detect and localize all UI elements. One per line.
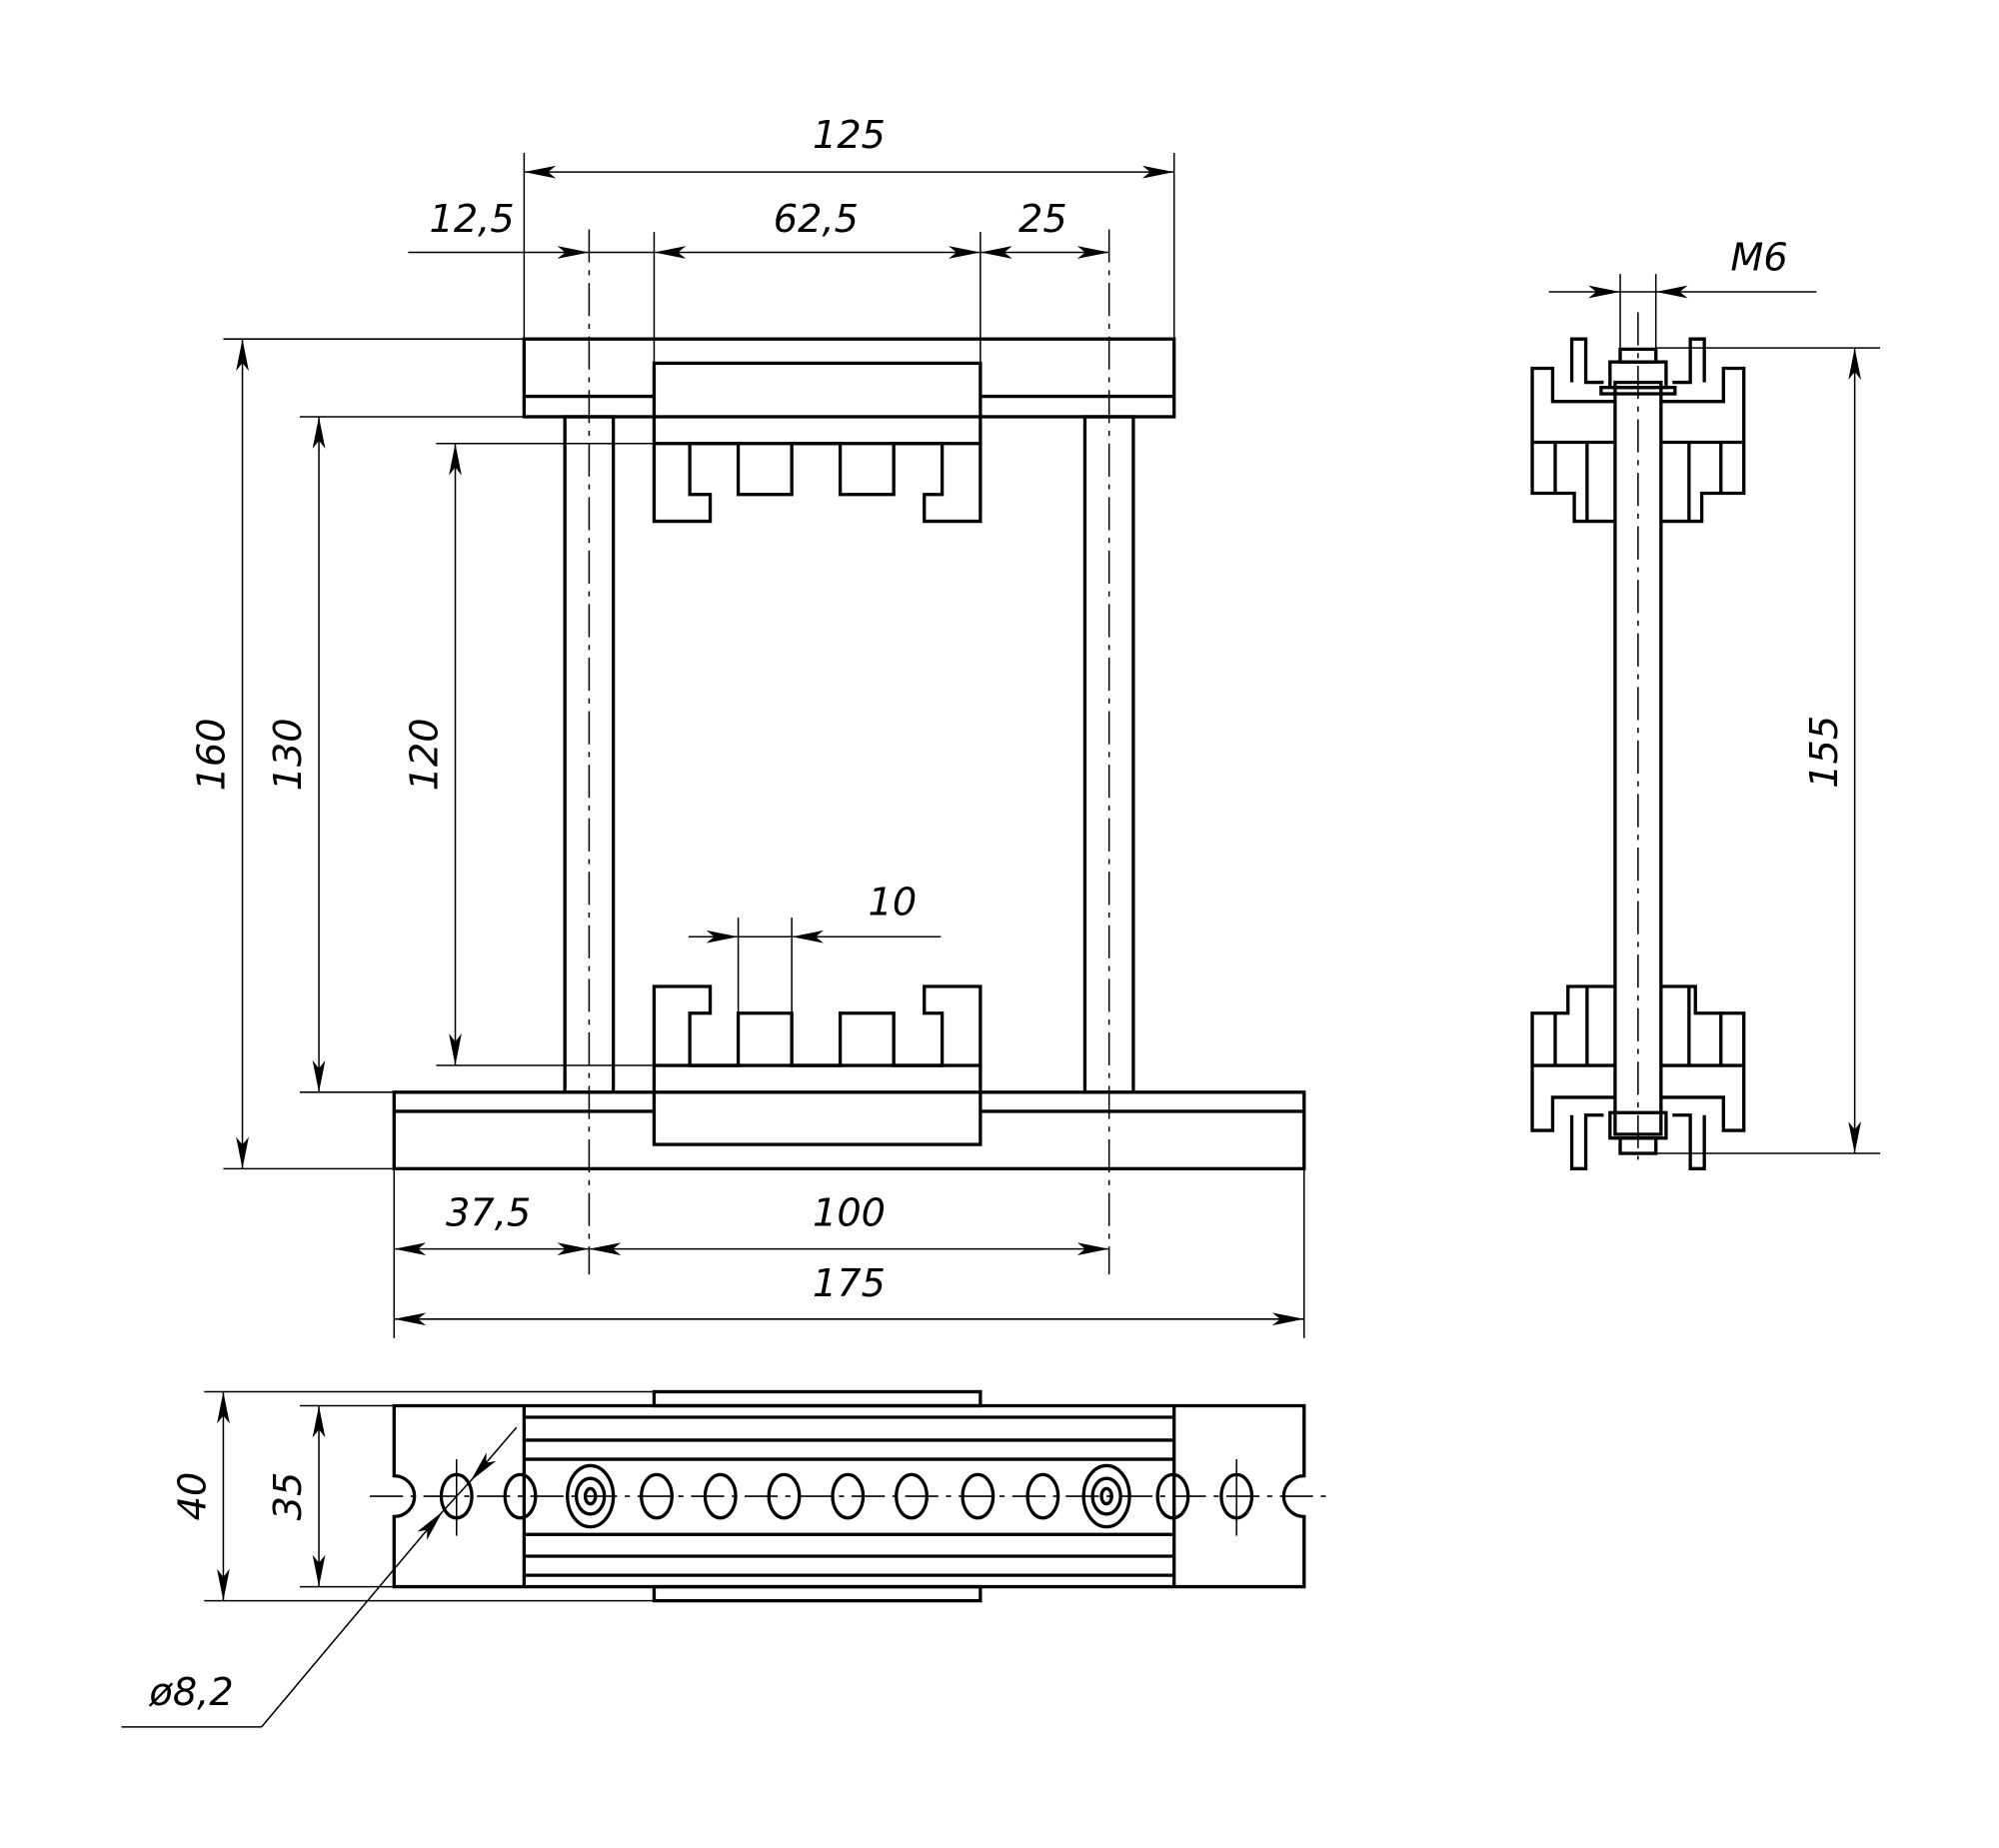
- dim-120: 120: [403, 718, 448, 791]
- dim-155: 155: [1802, 716, 1847, 789]
- dim-m6: M6: [1730, 235, 1787, 280]
- top-comb-block: [652, 361, 983, 524]
- dim-35: 35: [266, 1472, 311, 1521]
- base-plate: [392, 1403, 1306, 1589]
- top-clamp: [1530, 337, 1746, 524]
- dim-37-5: 37,5: [446, 1191, 531, 1236]
- dim-175: 175: [813, 1261, 886, 1306]
- dim-40: 40: [171, 1472, 216, 1521]
- dim-25: 25: [1018, 197, 1067, 242]
- dim-125: 125: [813, 113, 886, 158]
- side-view: M6 155: [1530, 235, 1881, 1170]
- top-view: 40 35 ø8,2: [121, 1389, 1326, 1728]
- dim-160: 160: [190, 718, 235, 791]
- dim-62-5: 62,5: [774, 197, 859, 242]
- dim-hole-diameter: ø8,2: [148, 1670, 233, 1715]
- top-bar: [522, 337, 1176, 419]
- nut-right-icon: [1081, 1463, 1131, 1529]
- dim-130: 130: [266, 718, 311, 791]
- front-view: 125 12,5 62,5 25 160 130 120 10 37,5 100…: [190, 113, 1306, 1338]
- bottom-comb-block: [652, 984, 983, 1146]
- dim-12-5: 12,5: [429, 197, 514, 242]
- base-bar: [392, 1090, 1306, 1170]
- dim-100: 100: [813, 1191, 886, 1236]
- nut-left-icon: [566, 1463, 616, 1529]
- bottom-clamp: [1530, 984, 1746, 1170]
- dim-10: 10: [869, 881, 918, 925]
